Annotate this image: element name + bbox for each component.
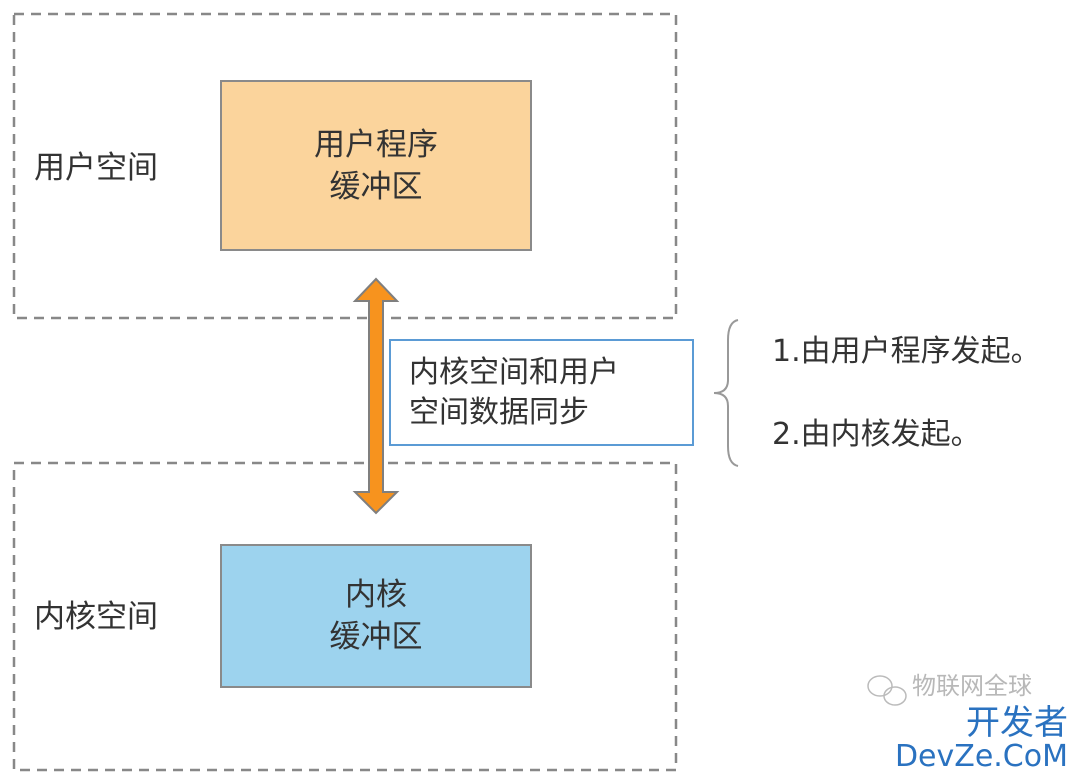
note-2: 2.由内核发起。 (772, 417, 981, 452)
watermark: 开发者 DevZe.CoM (895, 705, 1068, 773)
kernel-space-label: 内核空间 (34, 599, 158, 635)
brace-icon (713, 319, 739, 467)
user-space-label: 用户空间 (34, 150, 158, 186)
sync-double-arrow (352, 277, 400, 515)
kernel-buffer-line-1: 内核 (345, 577, 407, 613)
user-buffer-line-1: 用户程序 (314, 126, 438, 163)
sync-description-box: 内核空间和用户 空间数据同步 (389, 339, 694, 446)
watermark-top: 开发者 (966, 703, 1068, 743)
watermark-faded: 物联网全球 (912, 672, 1032, 700)
kernel-buffer: 内核 缓冲区 (220, 544, 532, 688)
sync-line-1: 内核空间和用户 (409, 355, 619, 390)
user-program-buffer: 用户程序 缓冲区 (220, 80, 532, 251)
sync-line-2: 空间数据同步 (409, 395, 589, 430)
user-space-region (12, 12, 678, 320)
kernel-space-region (12, 461, 678, 772)
kernel-buffer-line-2: 缓冲区 (329, 619, 423, 655)
wechat-icon (867, 675, 907, 706)
watermark-bottom: DevZe.CoM (894, 739, 1068, 774)
user-buffer-line-2: 缓冲区 (329, 168, 423, 205)
note-1: 1.由用户程序发起。 (772, 334, 1041, 369)
